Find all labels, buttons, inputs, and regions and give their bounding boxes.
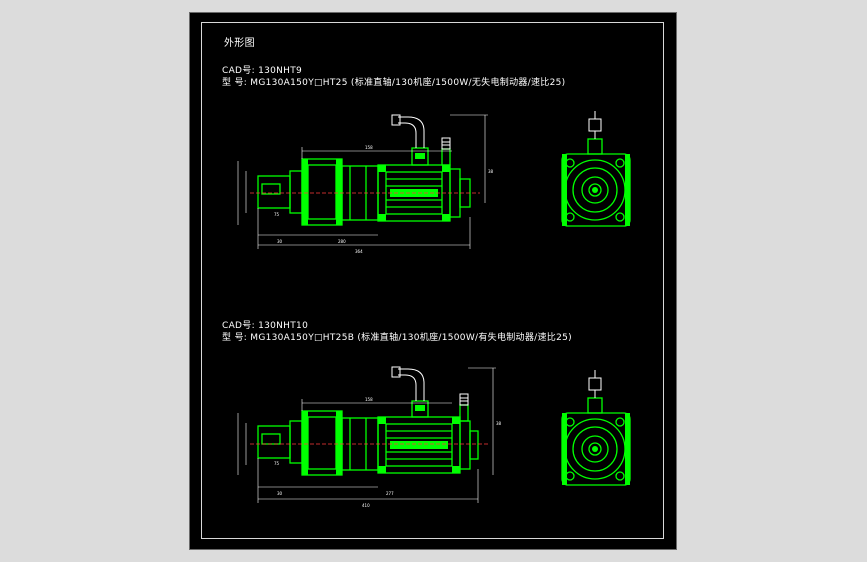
svg-text:30: 30: [277, 491, 283, 496]
svg-text:277: 277: [386, 491, 394, 496]
drawing-border: [201, 22, 664, 539]
svg-text:75: 75: [274, 212, 280, 217]
motor1-model: 型 号: MG130A150Y□HT25 (标准直轴/130机座/1500W/无…: [222, 78, 566, 88]
svg-text:30: 30: [277, 239, 283, 244]
svg-text:280: 280: [338, 239, 346, 244]
motor1-dimension-lines: [237, 114, 488, 249]
motor1-side-view: [257, 147, 471, 226]
svg-text:364: 364: [355, 249, 363, 254]
motor2-hatching: [302, 405, 460, 475]
svg-text:38: 38: [488, 169, 494, 174]
motor2-end-view-fill: [562, 413, 630, 485]
motor2-cable-gland: [391, 366, 469, 406]
motor2-dimension-lines: [237, 367, 496, 503]
motor1-end-view-fill: [562, 154, 630, 226]
cad-drawing-canvas[interactable]: 外形图 CAD号: 130NHT9 型 号: MG130A150Y□HT25 (…: [190, 13, 676, 549]
motor2-model: 型 号: MG130A150Y□HT25B (标准直轴/130机座/1500W/…: [222, 333, 572, 343]
svg-text:75: 75: [274, 461, 280, 466]
motor2-cad-number: CAD号: 130NHT10: [222, 321, 309, 331]
motor1-dimension-labels: 158 38 30 280 364 75: [274, 145, 494, 254]
motor2-side-view: [257, 400, 479, 476]
motor1-cad-number: CAD号: 130NHT9: [222, 66, 303, 76]
motor1-cable-gland: [391, 114, 451, 150]
motor1-end-view: [561, 138, 631, 227]
motor2-dimension-labels: 158 38 30 277 410 75: [274, 397, 502, 508]
motor2-end-view: [561, 397, 631, 486]
svg-text:158: 158: [365, 397, 373, 402]
svg-text:38: 38: [496, 421, 502, 426]
motor2-end-connector: [588, 370, 602, 398]
svg-text:158: 158: [365, 145, 373, 150]
svg-text:410: 410: [362, 503, 370, 508]
motor1-end-connector: [588, 111, 602, 139]
drawing-title: 外形图: [224, 38, 255, 49]
